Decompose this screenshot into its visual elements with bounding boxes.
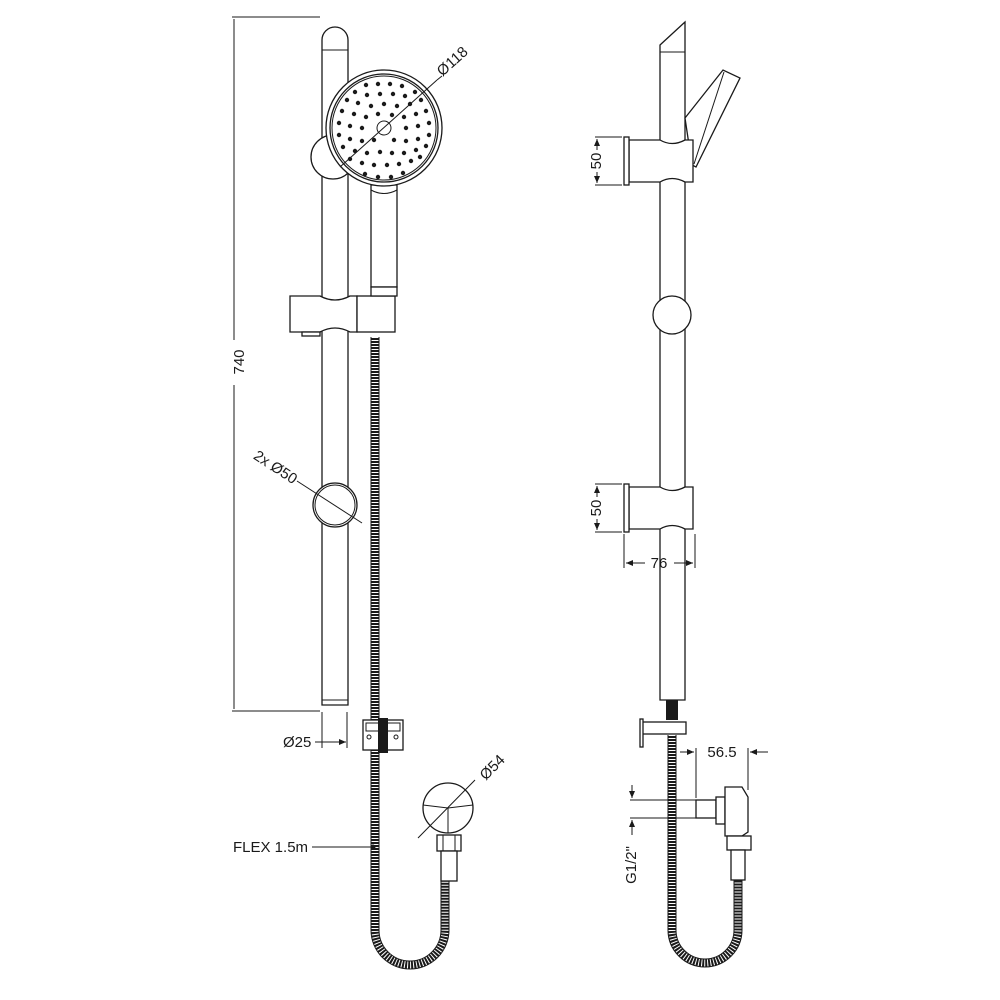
side-flex-hose [666, 700, 743, 968]
front-view: 740 [231, 16, 509, 970]
handset-handle [370, 184, 398, 295]
bracket-projection-label: 76 [651, 555, 668, 572]
height-dimension: 740 [231, 16, 320, 712]
side-rail [659, 20, 686, 701]
outlet-diameter-label: Ø54 [477, 752, 509, 784]
head-diameter-label: Ø118 [434, 43, 472, 79]
height-label: 740 [231, 349, 248, 374]
top-bracket-height-label: 50 [588, 153, 605, 170]
side-view: 50 50 76 [588, 20, 768, 968]
shower-head: Ø118 [325, 43, 472, 187]
side-wall-outlet: G1/2" 56.5 [623, 744, 768, 884]
side-wall-bracket [652, 295, 692, 335]
spray-nozzles [336, 81, 432, 180]
rail-diameter-dimension: Ø25 [283, 712, 348, 751]
side-top-bracket: 50 [588, 136, 694, 186]
slide-rail [321, 26, 349, 706]
slider-bracket [289, 286, 398, 337]
thread-size-label: G1/2" [623, 846, 640, 884]
flex-hose [370, 337, 450, 970]
wall-outlet: Ø54 [417, 752, 509, 882]
hose-callout: FLEX 1.5m [233, 839, 376, 856]
hose-length-label: FLEX 1.5m [233, 839, 308, 856]
bracket-diameter-label: 2x Ø50 [250, 447, 300, 488]
side-hose-retainer [639, 718, 687, 748]
hose-retainer [362, 718, 404, 753]
bottom-bracket-height-label: 50 [588, 500, 605, 517]
side-bottom-bracket: 50 76 [588, 483, 696, 572]
rail-diameter-label: Ø25 [283, 734, 311, 751]
outlet-projection-label: 56.5 [707, 744, 736, 761]
